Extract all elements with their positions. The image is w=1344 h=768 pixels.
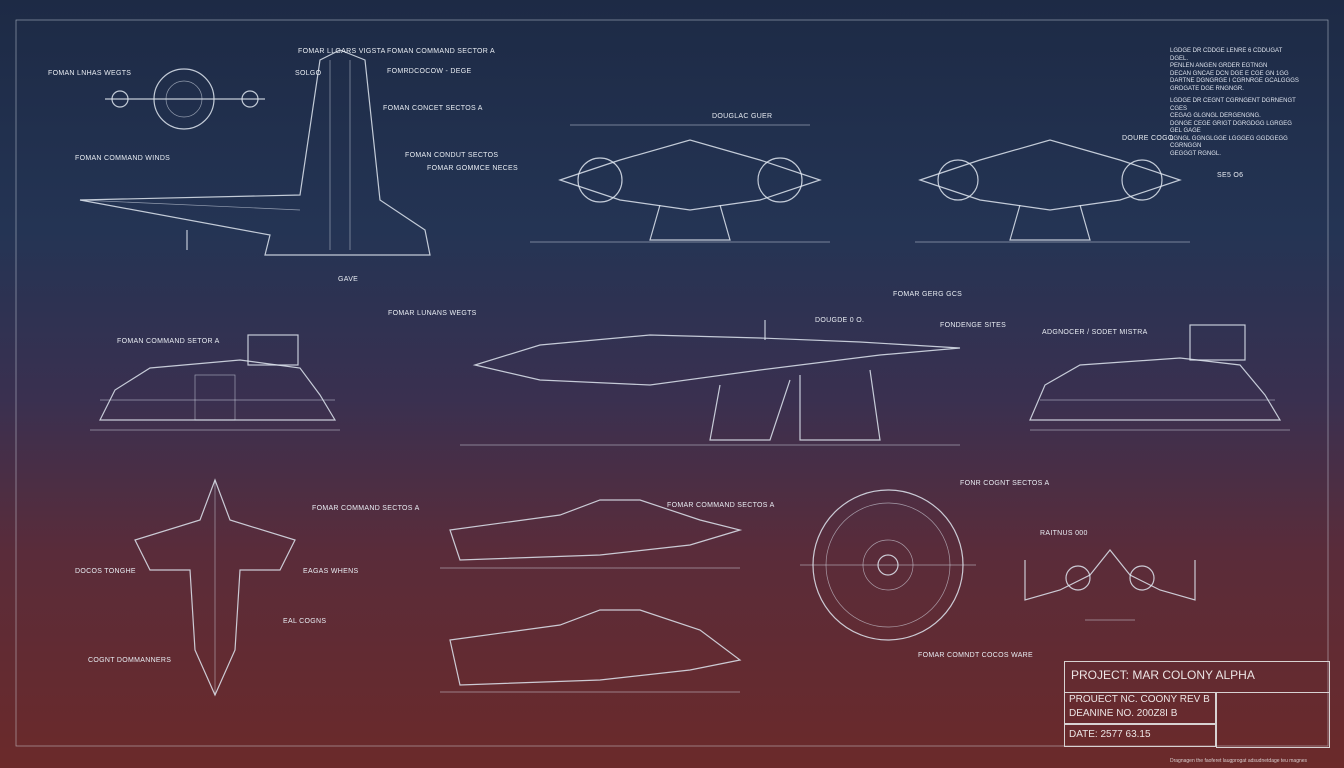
label: FOMAR COMMAND SECTOS A (312, 505, 420, 512)
circular-top-view (800, 489, 976, 641)
label: FOMAR LLGARS VIGSTA (298, 48, 386, 55)
label: ADGNOCER / SODET MISTRA (1042, 329, 1148, 336)
note-line: DGNGE CEGE GRIGT DGRGDGG LGRGEG GEL GAGE (1170, 120, 1292, 135)
label: FOMAN COMMAND SECTOR A (387, 48, 495, 55)
label: SOLGO (295, 70, 322, 77)
note-line: PENLEN ANGEN GRDER EGTNGN (1170, 63, 1268, 69)
label: FOMAN COMMAND SETOR A (117, 338, 220, 345)
side-view-craft-1 (440, 499, 743, 569)
dome-habitat-left (90, 334, 340, 431)
front-view-ship-2 (915, 139, 1190, 243)
label: EAL COGNS (283, 618, 326, 625)
note-line: GEGGGT RGNGL. (1170, 150, 1221, 157)
note-line: LGNGL GGNGLGGE LGGGEG GGDGEGG CGRNGGN (1170, 135, 1288, 150)
title-block-blank (1216, 692, 1330, 748)
label: FOMAR LUNANS WEGTS (388, 310, 477, 317)
label: DOCOS TONGHE (75, 568, 136, 575)
label: COGNT DOMMANNERS (88, 657, 171, 664)
drawing-number: DEANINE NO. 200Z8I B (1069, 708, 1178, 719)
general-notes: LGDGE DR CDDGE LENRE 6 CDDUGAT DGEL. PEN… (1170, 48, 1300, 158)
label: FOMAN CONCET SECTOS A (383, 105, 483, 112)
label: DOUGLAC GUER (712, 113, 772, 120)
title-block-numbers: PROUECT NC. COONY REV B DEANINE NO. 200Z… (1064, 692, 1216, 724)
label: FOMAR COMMAND SECTOS A (667, 502, 775, 509)
date: DATE: 2577 63.15 (1069, 729, 1151, 740)
label: GAVE (338, 276, 358, 283)
main-ship-side-view (460, 320, 961, 446)
title-block-date: DATE: 2577 63.15 (1064, 724, 1216, 747)
note-line: DARTNE DGNGRGE I CGRNRGE GCALGGGS (1170, 78, 1299, 84)
dome-habitat-right (1029, 324, 1290, 431)
label: FOMAR COMNDT COCOS WARE (918, 652, 1033, 659)
callout-labels: FOMAN COMMAND SECTOR A FOMRDCOCOW - DEGE… (48, 48, 1243, 664)
note-line: GRDGATE DGE RNGNGR. (1170, 85, 1244, 92)
footer-note: Dragnagen the faoferet laugprogat adsudn… (1170, 758, 1308, 764)
label: FONDENGE SITES (940, 322, 1006, 329)
border-frame (15, 19, 1329, 747)
label: FOMAN LNHAS WEGTS (48, 70, 131, 77)
top-view-fighter (134, 478, 296, 697)
project-number: PROUECT NC. COONY REV B (1069, 694, 1210, 705)
top-view-disc (105, 68, 265, 130)
label: RAITNUS 000 (1040, 530, 1088, 537)
label: EAGAS WHENS (303, 568, 358, 575)
project-title: PROJECT: MAR COLONY ALPHA (1071, 668, 1255, 682)
label: FONR COGNT SECTOS A (960, 480, 1049, 487)
front-view-ship-1 (530, 124, 830, 243)
note-line: DECAN GNCAE DCN DGE E CGE GN 1GG (1170, 70, 1289, 77)
note-line: LGDGE DR CDDGE LENRE 6 CDDUGAT DGEL. (1170, 48, 1283, 62)
label: DOURE COGO (1122, 135, 1174, 142)
note-line: CEGAG GLGNGL DERGENGNG. (1170, 113, 1261, 119)
label: FOMRDCOCOW - DEGE (387, 68, 471, 75)
tower-side-view (79, 49, 431, 256)
label: FOMAN CONDUT SECTOS (405, 152, 498, 159)
label: DOUGDE 0 O. (815, 317, 864, 324)
side-view-craft-2 (440, 609, 742, 693)
title-block-project: PROJECT: MAR COLONY ALPHA (1064, 661, 1330, 693)
front-view-small-craft (1024, 549, 1196, 621)
label: SE5 O6 (1217, 172, 1243, 179)
label: FOMAN COMMAND WINDS (75, 155, 170, 162)
label: FOMAR GOMMCE NECES (427, 165, 518, 172)
label: FOMAR GERG GCS (893, 291, 962, 298)
note-line: LGDGE DR CEGNT CGRNGENT DGRNENGT CGES (1170, 98, 1296, 112)
